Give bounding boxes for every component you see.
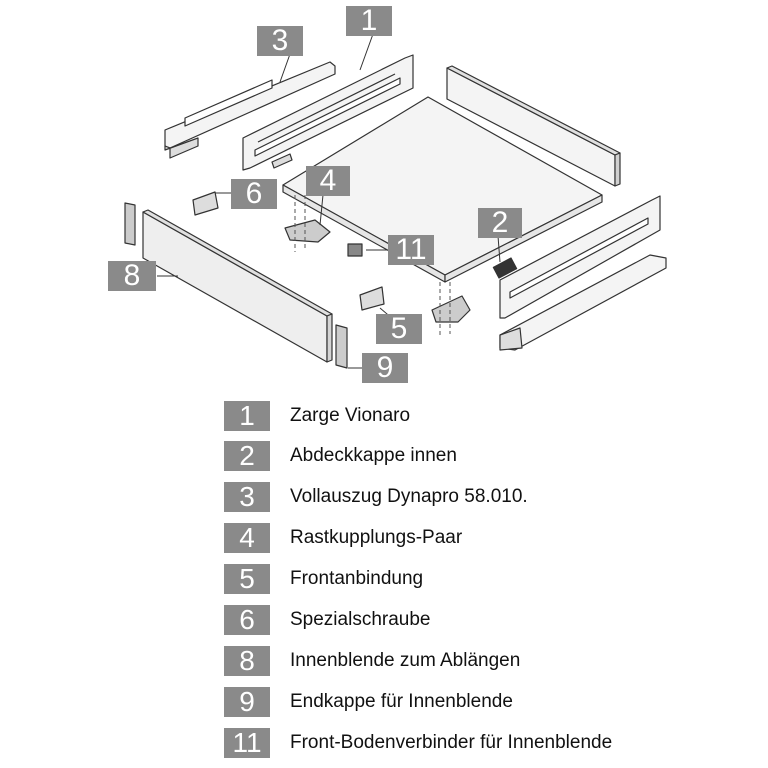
legend-label: Rastkupplungs-Paar — [290, 527, 463, 548]
coupling-4-left — [284, 219, 331, 243]
callout-9: 9 — [362, 353, 408, 383]
legend-number: 4 — [224, 522, 270, 553]
legend-number: 3 — [224, 481, 270, 512]
legend-number: 11 — [224, 727, 270, 758]
callout-1: 1 — [346, 6, 392, 36]
screw-6 — [192, 191, 219, 216]
legend-label: Spezialschraube — [290, 609, 431, 630]
exploded-drawer-diagram — [124, 33, 667, 369]
legend-number: 5 — [224, 563, 270, 594]
legend-label: Innenblende zum Ablängen — [290, 650, 521, 671]
legend-number: 1 — [224, 400, 270, 431]
legend-label: Frontanbindung — [290, 568, 424, 589]
legend-number: 6 — [224, 604, 270, 635]
legend-label: Zarge Vionaro — [290, 405, 411, 426]
front-connector-11 — [347, 243, 363, 257]
legend-number: 8 — [224, 645, 270, 676]
callout-5: 5 — [376, 314, 422, 344]
callout-11: 11 — [388, 235, 434, 265]
legend-label: Endkappe für Innenblende — [290, 691, 513, 712]
callout-4: 4 — [306, 166, 350, 196]
callout-6: 6 — [231, 179, 277, 209]
callout-3: 3 — [257, 26, 303, 56]
end-cap-left — [124, 202, 136, 246]
callout-2: 2 — [478, 208, 522, 238]
legend-number: 2 — [224, 440, 270, 471]
legend-number: 9 — [224, 686, 270, 717]
front-fitting-5 — [359, 286, 385, 311]
legend-label: Vollauszug Dynapro 58.010. — [290, 486, 528, 507]
legend-label: Abdeckkappe innen — [290, 445, 457, 466]
callout-8: 8 — [108, 261, 156, 291]
legend-label: Front-Bodenverbinder für Innenblende — [290, 732, 613, 753]
end-cap-9 — [335, 324, 348, 369]
coupling-right — [431, 295, 471, 323]
